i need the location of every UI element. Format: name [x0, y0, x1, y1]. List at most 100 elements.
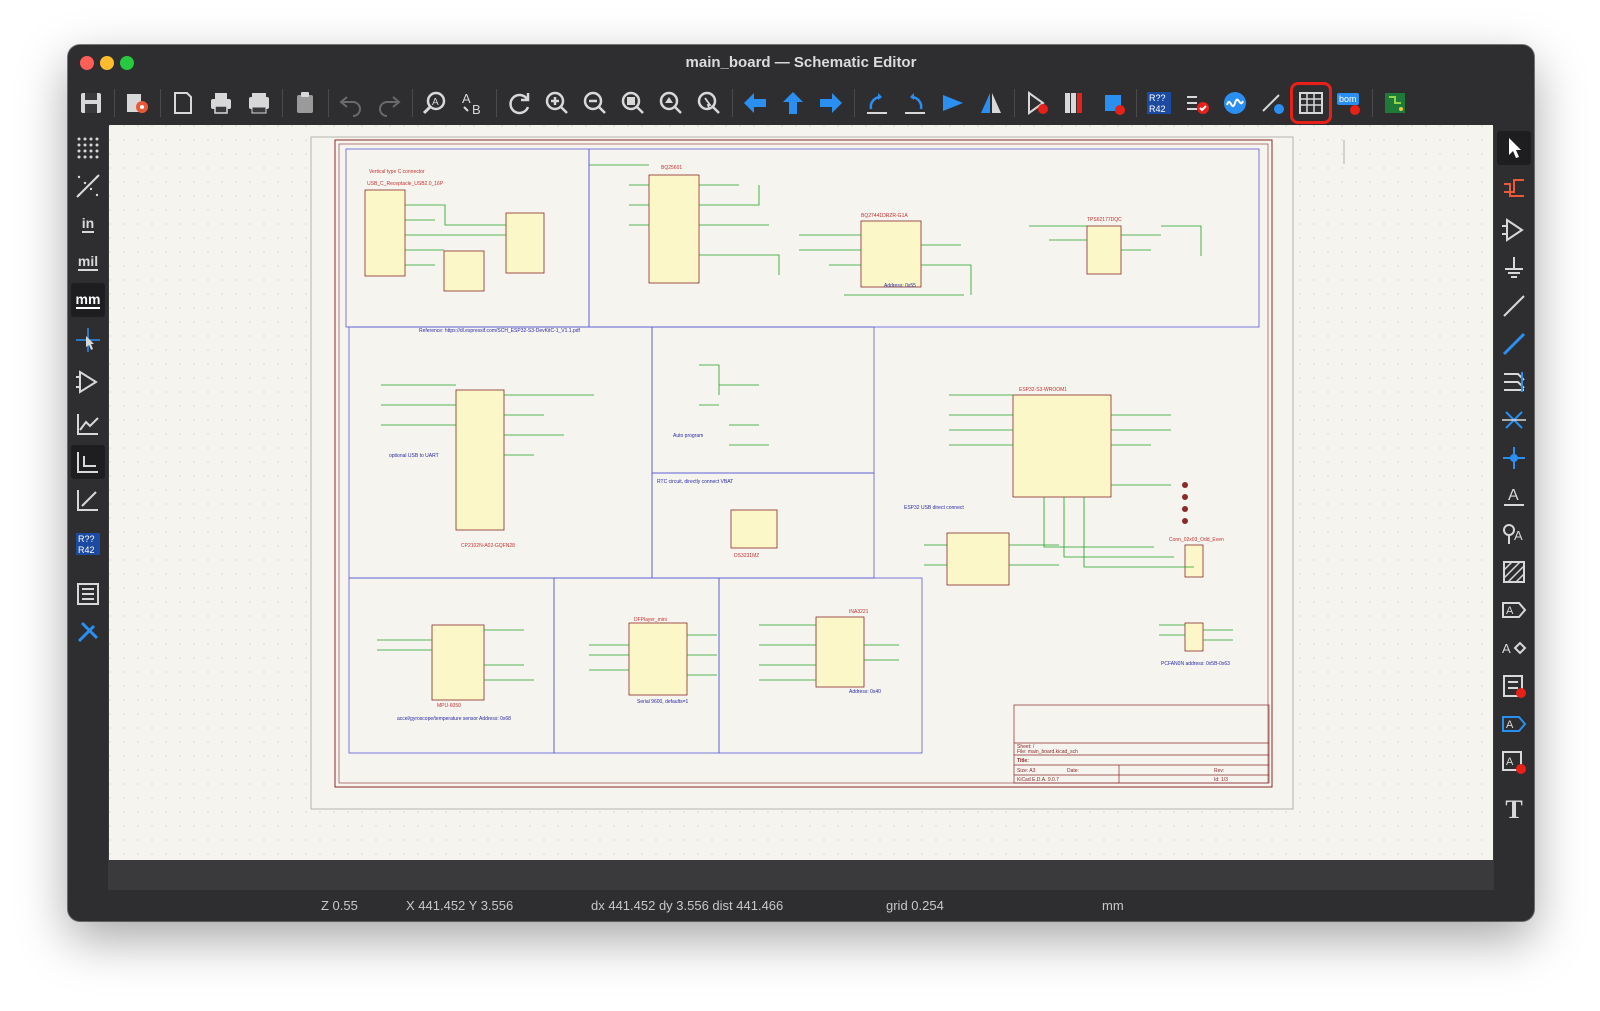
hidden-pins-button[interactable]: [71, 365, 105, 399]
zoom-selection-button[interactable]: [692, 86, 726, 120]
table-tool-button[interactable]: [1290, 82, 1332, 124]
bom-button[interactable]: bom: [1332, 86, 1366, 120]
refresh-icon: [509, 93, 530, 115]
tools-icon: [77, 621, 99, 643]
svg-text:CP2102N-A02-GQFN28: CP2102N-A02-GQFN28: [461, 543, 515, 549]
add-junction-button[interactable]: [1497, 441, 1531, 475]
zoom-fit-button[interactable]: [616, 86, 650, 120]
add-sheet-pin-button[interactable]: A: [1497, 707, 1531, 741]
navigate-up-button[interactable]: [776, 86, 810, 120]
rotate-ccw-button[interactable]: [860, 86, 894, 120]
units-mm-label: mm: [75, 291, 101, 309]
cursor-coords: X 441.452 Y 3.556: [406, 898, 514, 913]
symbol-editor-button[interactable]: [1020, 86, 1054, 120]
highlight-net-icon: [1504, 179, 1524, 197]
select-tool-button[interactable]: [1497, 131, 1531, 165]
schematic-drawing[interactable]: Vertical type C connector USB_C_Receptac…: [109, 125, 1493, 860]
line-mode-45-button[interactable]: [71, 483, 105, 517]
annotate-button[interactable]: R??R42: [1142, 86, 1176, 120]
line-free-icon: [77, 414, 99, 435]
mirror-horizontal-button[interactable]: [974, 86, 1008, 120]
svg-text:A: A: [1506, 719, 1514, 731]
annotate-left-button[interactable]: R??R42: [71, 527, 105, 561]
svg-text:Date:: Date:: [1067, 768, 1079, 774]
netlist-button[interactable]: [1256, 86, 1290, 120]
add-text-button[interactable]: T: [1497, 793, 1531, 827]
clipboard-icon: [297, 92, 313, 113]
navigate-forward-button[interactable]: [814, 86, 848, 120]
svg-text:bom: bom: [1339, 94, 1357, 104]
simulator-button[interactable]: [1218, 86, 1252, 120]
zoom-in-button[interactable]: [540, 86, 574, 120]
navigate-back-button[interactable]: [738, 86, 772, 120]
svg-text:A: A: [1508, 487, 1519, 504]
svg-text:ESP32 USB direct connect: ESP32 USB direct connect: [904, 505, 964, 511]
svg-text:Rev:: Rev:: [1214, 768, 1224, 774]
sheet-icon: [1503, 675, 1526, 698]
svg-text:A: A: [1506, 605, 1514, 617]
add-wire-button[interactable]: [1497, 327, 1531, 361]
zoom-objects-button[interactable]: [654, 86, 688, 120]
print-button[interactable]: [204, 86, 238, 120]
add-line-button[interactable]: [1497, 289, 1531, 323]
refresh-button[interactable]: [502, 86, 536, 120]
add-global-label-button[interactable]: A: [1497, 593, 1531, 627]
line-mode-free-button[interactable]: [71, 407, 105, 441]
minimize-window-button[interactable]: [100, 56, 114, 70]
zoom-out-button[interactable]: [578, 86, 612, 120]
pcb-editor-icon: [1385, 93, 1405, 113]
close-window-button[interactable]: [80, 56, 94, 70]
redo-icon: [379, 96, 401, 117]
symbol-library-button[interactable]: [1058, 86, 1092, 120]
bus-entry-icon: [1504, 372, 1525, 392]
add-bus-button[interactable]: [1497, 365, 1531, 399]
erc-button[interactable]: [1180, 86, 1214, 120]
import-sheet-pin-button[interactable]: A: [1497, 745, 1531, 779]
add-hier-label-button[interactable]: A: [1497, 631, 1531, 665]
paste-button[interactable]: [288, 86, 322, 120]
grid-overrides-icon: [76, 174, 100, 198]
hierarchy-icon: [77, 583, 99, 605]
page-icon: [174, 92, 192, 114]
find-button[interactable]: A: [418, 86, 452, 120]
units-mils-button[interactable]: mil: [71, 245, 105, 279]
add-power-button[interactable]: [1497, 251, 1531, 285]
page-settings-button[interactable]: [166, 86, 200, 120]
grid-overrides-button[interactable]: [71, 169, 105, 203]
svg-text:Auto program: Auto program: [673, 433, 703, 439]
svg-text:A: A: [1506, 756, 1514, 768]
table-icon: [1299, 92, 1323, 114]
cursor-style-button[interactable]: [71, 323, 105, 357]
properties-panel-button[interactable]: [71, 615, 105, 649]
footprint-assign-button[interactable]: [1096, 86, 1130, 120]
rotate-cw-button[interactable]: [898, 86, 932, 120]
redo-button[interactable]: [372, 86, 406, 120]
save-button[interactable]: [74, 86, 108, 120]
add-sheet-button[interactable]: [1497, 669, 1531, 703]
add-symbol-button[interactable]: [1497, 213, 1531, 247]
pcb-editor-button[interactable]: [1378, 86, 1412, 120]
add-label-button[interactable]: A: [1497, 479, 1531, 513]
mirror-vertical-button[interactable]: [936, 86, 970, 120]
hierarchy-navigator-button[interactable]: [71, 577, 105, 611]
add-netclass-button[interactable]: A: [1497, 517, 1531, 551]
highlight-net-button[interactable]: [1497, 169, 1531, 203]
units-inches-button[interactable]: in: [71, 207, 105, 241]
svg-text:R42: R42: [78, 545, 95, 555]
maximize-window-button[interactable]: [120, 56, 134, 70]
plot-button[interactable]: [242, 86, 276, 120]
line-mode-90-button[interactable]: [71, 445, 105, 479]
footprint-icon: [1105, 95, 1125, 115]
add-rule-area-button[interactable]: [1497, 555, 1531, 589]
pointer-icon: [1509, 138, 1521, 158]
units-mm-button[interactable]: mm: [71, 283, 105, 317]
undo-button[interactable]: [334, 86, 368, 120]
find-replace-icon: AB: [462, 91, 481, 117]
toggle-grid-button[interactable]: [71, 131, 105, 165]
no-connect-button[interactable]: [1497, 403, 1531, 437]
schematic-canvas[interactable]: Vertical type C connector USB_C_Receptac…: [109, 125, 1493, 860]
svg-text:RTC circuit, directly connect: RTC circuit, directly connect VBAT: [657, 479, 733, 485]
schematic-setup-button[interactable]: [120, 86, 154, 120]
